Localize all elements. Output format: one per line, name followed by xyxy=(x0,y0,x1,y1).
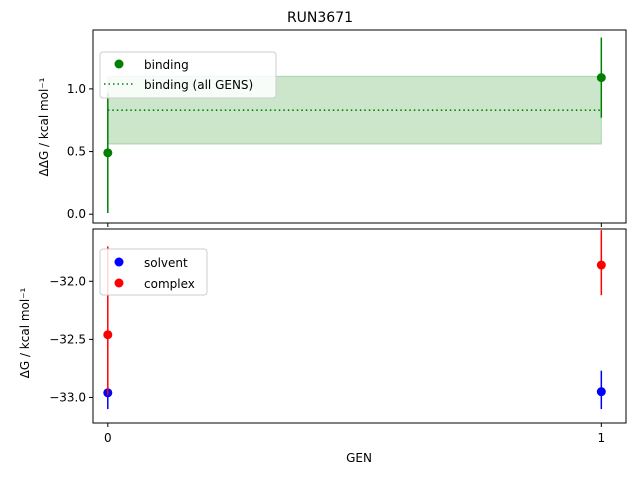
y-tick-label: −33.0 xyxy=(49,390,86,404)
y-tick-label: −32.0 xyxy=(49,274,86,288)
legend-marker-solvent xyxy=(114,257,124,267)
y-tick-label: −32.5 xyxy=(49,332,86,346)
y-tick-label: 1.0 xyxy=(67,82,86,96)
top-y-axis-label: ΔΔG / kcal mol⁻¹ xyxy=(37,77,51,176)
y-tick-label: 0.5 xyxy=(67,145,86,159)
point-solvent-gen-1 xyxy=(596,387,606,397)
bottom-y-axis-label: ΔG / kcal mol⁻¹ xyxy=(18,287,32,378)
bottom-y-ticks: −33.0 −32.5 −32.0 xyxy=(49,274,93,404)
legend-label-binding-all-gens: binding (all GENS) xyxy=(144,78,253,92)
bottom-legend-box xyxy=(99,248,208,296)
top-legend-box xyxy=(99,51,277,99)
legend-label-complex: complex xyxy=(144,277,195,291)
point-complex-gen-0 xyxy=(103,330,113,340)
top-panel: 0.0 0.5 1.0 ΔΔG / kcal mol⁻¹ binding bindi… xyxy=(37,29,627,227)
bottom-legend: solvent complex xyxy=(99,248,208,296)
point-complex-gen-1 xyxy=(596,260,606,270)
figure-title: RUN3671 xyxy=(287,10,353,26)
x-axis-label: GEN xyxy=(346,451,372,465)
legend-marker-binding xyxy=(114,59,124,69)
y-tick-label: 0.0 xyxy=(67,207,86,221)
top-axes-frame xyxy=(92,29,627,224)
top-y-ticks: 0.0 0.5 1.0 xyxy=(67,82,93,221)
top-x-ticks xyxy=(107,223,602,227)
legend-marker-complex xyxy=(114,278,124,288)
legend-label-binding: binding xyxy=(144,58,189,72)
legend-label-solvent: solvent xyxy=(144,256,188,270)
bottom-axes-frame xyxy=(92,228,627,424)
point-binding-gen-0 xyxy=(103,148,113,158)
top-legend: binding binding (all GENS) xyxy=(99,51,277,99)
x-tick-label: 0 xyxy=(104,431,112,445)
x-tick-label: 1 xyxy=(598,431,606,445)
bottom-plot-marks xyxy=(103,230,606,410)
point-binding-gen-1 xyxy=(596,73,606,83)
